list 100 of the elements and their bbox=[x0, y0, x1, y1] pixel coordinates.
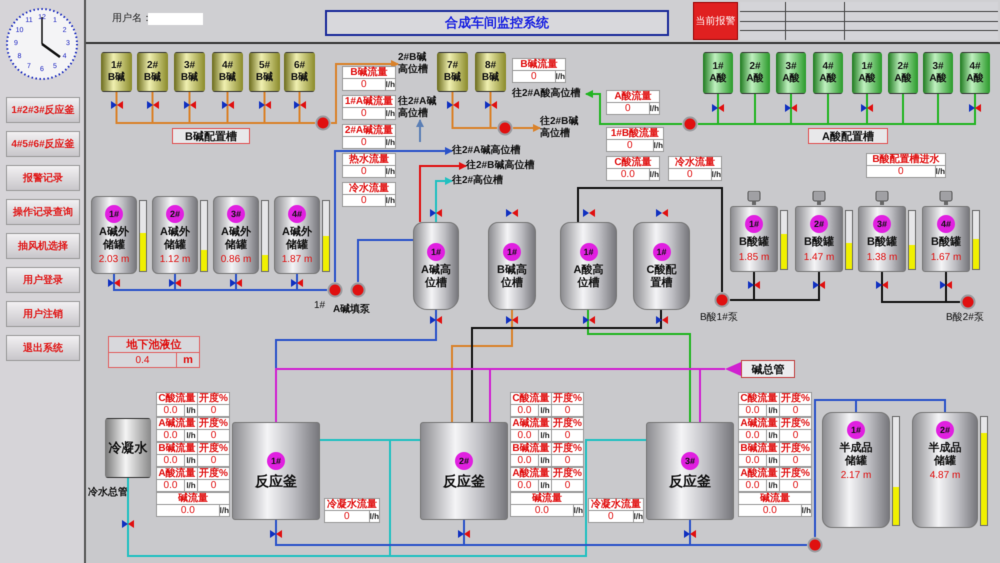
flow-arrow bbox=[585, 90, 682, 125]
opening-value: 0 bbox=[552, 480, 583, 491]
unit-label: l/h bbox=[370, 511, 379, 522]
drum-number: 1# bbox=[861, 61, 873, 72]
pipe-line bbox=[730, 272, 820, 301]
flow-arrow bbox=[435, 177, 453, 222]
level-panel bbox=[108, 336, 200, 368]
opening-value: 0 bbox=[780, 430, 811, 441]
meter-value: 0 bbox=[343, 79, 385, 90]
flow-meter-panel bbox=[156, 467, 230, 492]
tank-name: A酸高位槽 bbox=[572, 264, 604, 290]
drum-label: A酸 bbox=[894, 73, 912, 85]
flow-meter-panel bbox=[606, 127, 664, 152]
meter-value: 0.0 bbox=[739, 480, 766, 491]
pump bbox=[327, 282, 343, 298]
opening-label: 开度% bbox=[198, 443, 229, 454]
meter-label: C酸流量 bbox=[157, 393, 197, 404]
opening-label: 开度% bbox=[198, 418, 229, 429]
storage-drum bbox=[137, 52, 168, 92]
flow-meter-panel bbox=[510, 417, 584, 442]
pump-label: 1# bbox=[314, 300, 326, 312]
storage-tank bbox=[213, 196, 259, 274]
meter-label: C酸流量 bbox=[607, 157, 659, 168]
meter-label: C酸流量 bbox=[739, 393, 779, 404]
opening-label: 开度% bbox=[780, 443, 811, 454]
tank-name: C酸配置槽 bbox=[646, 264, 678, 290]
flow-arrow bbox=[513, 124, 541, 132]
tank-number-badge: 1# bbox=[427, 242, 445, 261]
meter-value: 0.0 bbox=[607, 169, 649, 180]
tank-number-badge: 2# bbox=[810, 215, 828, 234]
unit-label: l/h bbox=[712, 169, 721, 180]
tank-number-badge: 3# bbox=[681, 452, 699, 470]
meter-value: 0.0 bbox=[739, 430, 766, 441]
meter-label: A酸流量 bbox=[739, 468, 779, 479]
storage-tank bbox=[413, 222, 459, 310]
level-reading: 1.47 m bbox=[804, 252, 834, 263]
storage-drum bbox=[888, 52, 918, 94]
tank-name: A碱外储罐 bbox=[159, 226, 191, 252]
drum-label: B碱 bbox=[290, 72, 308, 84]
meter-value: 0 bbox=[325, 511, 369, 522]
meter-value: 0.0 bbox=[511, 505, 573, 516]
flow-meter-panel bbox=[342, 153, 396, 178]
pipe-line bbox=[577, 187, 723, 292]
meter-value: 0 bbox=[343, 108, 385, 119]
tank-name-plate: B碱配置槽 bbox=[172, 128, 250, 144]
drum-label: B碱 bbox=[180, 72, 198, 84]
meter-value: 0 bbox=[343, 137, 385, 148]
unit-label: l/h bbox=[185, 480, 197, 491]
opening-value: 0 bbox=[552, 430, 583, 441]
meter-value: 0.0 bbox=[511, 405, 538, 416]
tank-number-badge: 3# bbox=[227, 204, 245, 223]
unit-label: l/h bbox=[386, 108, 395, 119]
unit-label: l/h bbox=[386, 195, 395, 206]
pipe-line bbox=[357, 239, 413, 282]
drum-number: 4# bbox=[222, 60, 234, 72]
flow-meter-panel bbox=[606, 156, 660, 181]
meter-value: 0.0 bbox=[157, 480, 184, 491]
unit-label: l/h bbox=[802, 505, 811, 516]
page-title: 合成车间监控系统 bbox=[445, 14, 549, 32]
flow-meter-panel bbox=[342, 95, 396, 120]
level-value: 0.4 bbox=[109, 353, 176, 367]
storage-tank bbox=[858, 206, 906, 272]
pump bbox=[315, 115, 331, 131]
tank-name: 反应釜 bbox=[255, 473, 297, 490]
flow-arrow bbox=[331, 60, 399, 124]
drum-number: 4# bbox=[822, 61, 834, 72]
meter-value: 0.0 bbox=[157, 405, 184, 416]
storage-tank bbox=[912, 412, 978, 528]
meter-value: 0.0 bbox=[157, 505, 219, 516]
level-reading: 1.12 m bbox=[160, 254, 190, 266]
unit-label: l/h bbox=[650, 103, 659, 114]
menu-button: 操作记录查询 bbox=[6, 199, 80, 225]
opening-label: 开度% bbox=[552, 418, 583, 429]
pipe-line bbox=[699, 368, 725, 422]
drum-label: B碱 bbox=[482, 72, 500, 84]
tank-number-badge: 1# bbox=[847, 421, 865, 439]
opening-label: 开度% bbox=[552, 393, 583, 404]
menu-button: 退出系统 bbox=[6, 335, 80, 361]
meter-label: 碱流量 bbox=[157, 493, 229, 504]
meter-value: 0.0 bbox=[739, 405, 766, 416]
meter-label: A酸流量 bbox=[607, 91, 659, 102]
drum-number: 6# bbox=[294, 60, 306, 72]
flow-meter-panel bbox=[512, 58, 566, 83]
tank-name: B酸罐 bbox=[738, 236, 770, 249]
opening-label: 开度% bbox=[552, 468, 583, 479]
pump bbox=[807, 537, 823, 553]
flow-meter-panel bbox=[510, 392, 584, 417]
flow-meter-panel bbox=[606, 90, 660, 115]
storage-drum bbox=[776, 52, 806, 94]
level-reading: 4.87 m bbox=[930, 470, 960, 482]
drum-number: 2# bbox=[897, 61, 909, 72]
opening-label: 开度% bbox=[780, 468, 811, 479]
meter-label: 冷凝水流量 bbox=[325, 499, 379, 510]
tank-number-badge: 4# bbox=[937, 215, 955, 234]
storage-tank bbox=[922, 206, 970, 272]
meter-label: B碱流量 bbox=[739, 443, 779, 454]
meter-label: 冷凝水流量 bbox=[589, 499, 643, 510]
pipe-line bbox=[298, 92, 315, 124]
unit-label: l/h bbox=[936, 166, 945, 177]
flow-meter-panel bbox=[510, 467, 584, 492]
